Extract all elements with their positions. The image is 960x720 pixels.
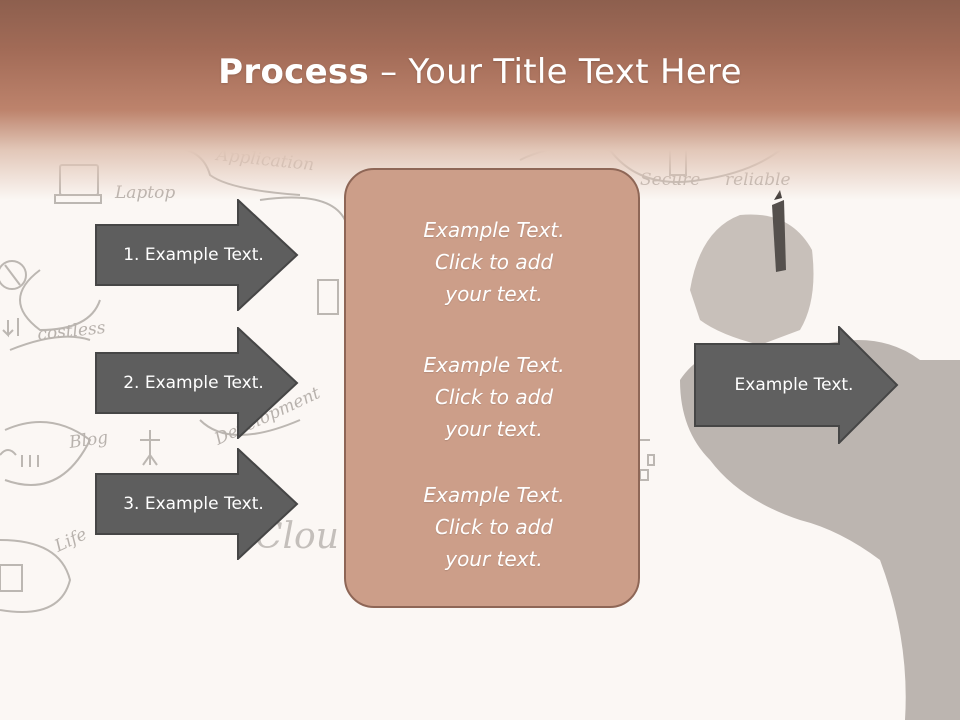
step-arrow-3[interactable]: 3. Example Text. [95, 448, 300, 560]
paragraph-line: your text. [445, 417, 543, 441]
center-text-box[interactable]: Example Text. Click to add your text. Ex… [344, 168, 640, 608]
header-band [0, 0, 960, 200]
title-bold-part: Process [218, 52, 370, 92]
arrow-shape-icon [694, 326, 899, 444]
step-arrow-2[interactable]: 2. Example Text. [95, 327, 300, 439]
paragraph-line: your text. [445, 282, 543, 306]
slide-title[interactable]: Process – Your Title Text Here [0, 52, 960, 92]
center-paragraph-3[interactable]: Example Text. Click to add your text. [346, 479, 642, 575]
paragraph-line: Click to add [434, 250, 554, 274]
step-arrow-1[interactable]: 1. Example Text. [95, 199, 300, 311]
step-label-1: 1. Example Text. [123, 245, 264, 265]
center-paragraph-2[interactable]: Example Text. Click to add your text. [346, 349, 642, 445]
paragraph-line: Example Text. [423, 353, 565, 377]
arrow-shape-icon [95, 199, 299, 311]
paragraph-line: Click to add [434, 385, 554, 409]
paragraph-line: Click to add [434, 515, 554, 539]
step-label-2: 2. Example Text. [123, 373, 264, 393]
result-arrow-label: Example Text. [734, 375, 854, 395]
arrow-shape-icon [95, 327, 299, 439]
result-arrow[interactable]: Example Text. [694, 326, 900, 444]
paragraph-line: Example Text. [423, 483, 565, 507]
step-label-3: 3. Example Text. [123, 494, 264, 514]
svg-text:Life: Life [51, 524, 90, 557]
paragraph-line: Example Text. [423, 218, 565, 242]
arrow-shape-icon [95, 448, 299, 560]
title-rest-part: – Your Title Text Here [369, 52, 742, 92]
center-paragraph-1[interactable]: Example Text. Click to add your text. [346, 214, 642, 310]
paragraph-line: your text. [445, 547, 543, 571]
